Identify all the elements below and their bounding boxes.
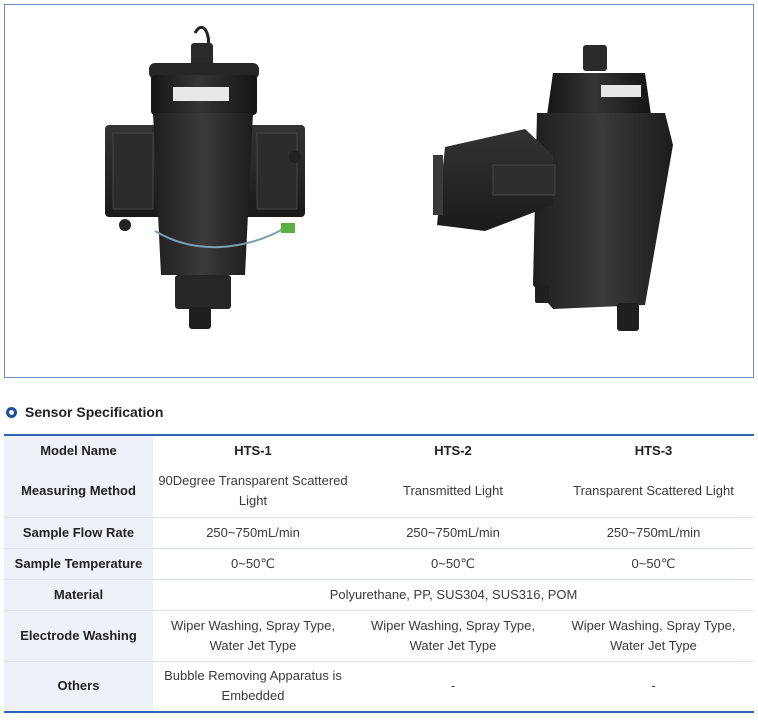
bullet-circle-icon: [6, 406, 17, 418]
column-header-label: Model Name: [4, 435, 153, 466]
column-header-hts-2: HTS-2: [353, 435, 553, 466]
table-row: Others Bubble Removing Apparatus is Embe…: [4, 661, 754, 712]
table-row: Measuring Method 90Degree Transparent Sc…: [4, 466, 754, 518]
table-cell: 250~750mL/min: [353, 517, 553, 549]
sensor-front-view: [105, 25, 305, 329]
spec-table: Model Name HTS-1 HTS-2 HTS-3 Measuring M…: [4, 434, 754, 713]
row-label: Material: [4, 579, 153, 611]
table-cell-merged: Polyurethane, PP, SUS304, SUS316, POM: [153, 579, 754, 611]
sensor-side-view: [433, 45, 673, 331]
table-header-row: Model Name HTS-1 HTS-2 HTS-3: [4, 435, 754, 466]
row-label: Others: [4, 661, 153, 712]
section-heading: Sensor Specification: [6, 402, 163, 422]
table-cell: Wiper Washing, Spray Type, Water Jet Typ…: [353, 610, 553, 662]
table-cell: 0~50℃: [153, 548, 353, 580]
table-cell: 0~50℃: [353, 548, 553, 580]
table-cell: -: [450, 678, 456, 694]
row-label: Electrode Washing: [4, 610, 153, 662]
table-cell: -: [651, 678, 656, 694]
product-photo-frame: [4, 4, 754, 378]
table-cell: 90Degree Transparent Scattered Light: [153, 466, 353, 518]
row-label: Sample Temperature: [4, 548, 153, 580]
table-row: Sample Temperature 0~50℃ 0~50℃ 0~50℃: [4, 548, 754, 580]
table-row: Sample Flow Rate 250~750mL/min 250~750mL…: [4, 517, 754, 549]
table-cell: Transmitted Light: [353, 466, 553, 518]
column-header-hts-3: HTS-3: [553, 435, 754, 466]
table-cell: 250~750mL/min: [553, 517, 754, 549]
table-cell: Bubble Removing Apparatus is Embedded: [164, 668, 342, 704]
product-photo: [105, 25, 673, 331]
section-title: Sensor Specification: [25, 404, 164, 420]
table-cell: 250~750mL/min: [153, 517, 353, 549]
table-cell: 0~50℃: [553, 548, 754, 580]
row-label: Sample Flow Rate: [4, 517, 153, 549]
table-row: Material Polyurethane, PP, SUS304, SUS31…: [4, 579, 754, 611]
table-cell: Wiper Washing, Spray Type, Water Jet Typ…: [153, 610, 353, 662]
table-row: Electrode Washing Wiper Washing, Spray T…: [4, 610, 754, 662]
table-cell: Wiper Washing, Spray Type, Water Jet Typ…: [553, 610, 754, 662]
column-header-hts-1: HTS-1: [153, 435, 353, 466]
row-label: Measuring Method: [4, 466, 153, 518]
table-cell: Transparent Scattered Light: [553, 466, 754, 518]
